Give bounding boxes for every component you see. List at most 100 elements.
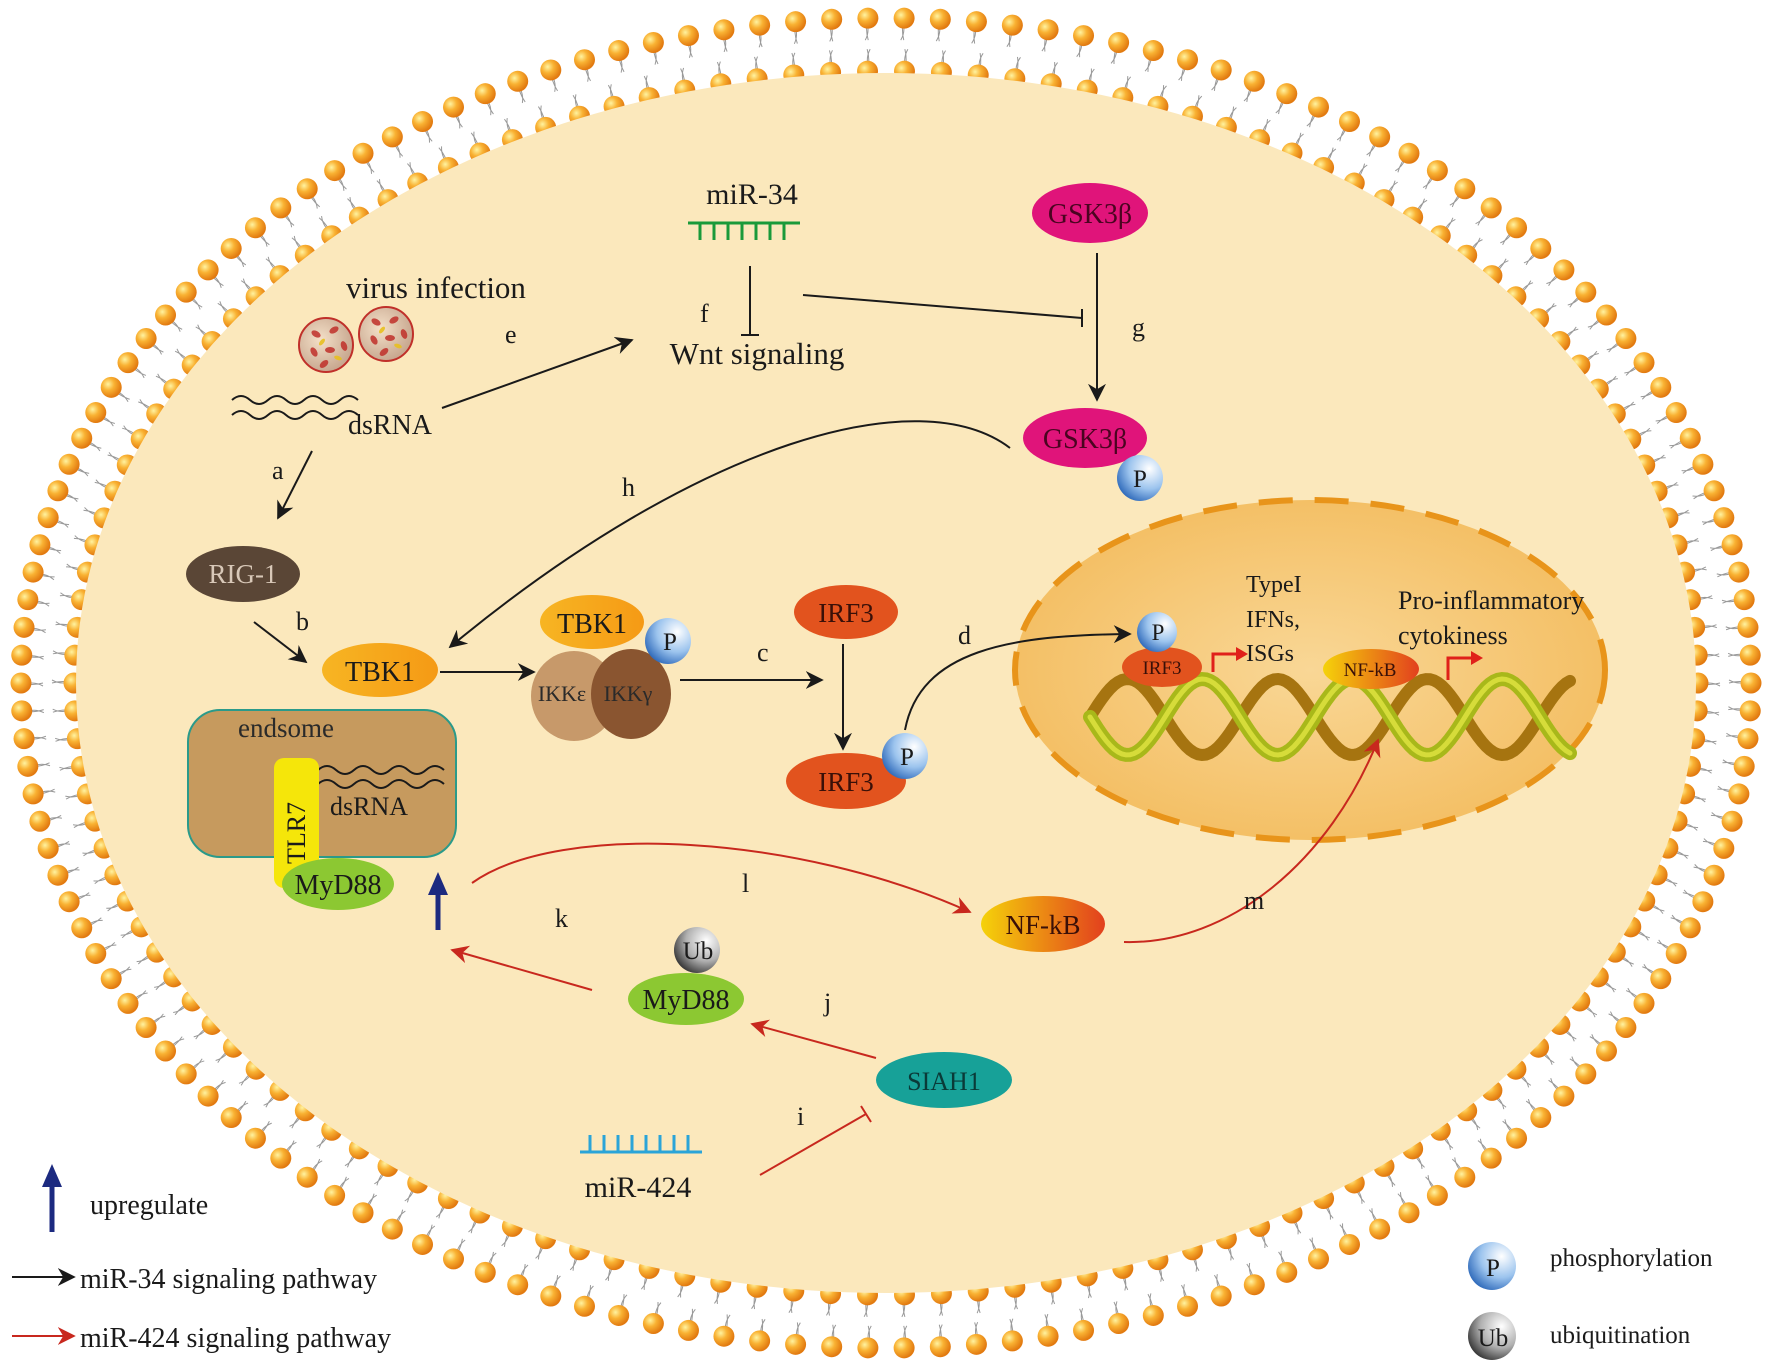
legend-mir424-pathway: miR-424 signaling pathway: [12, 1323, 391, 1354]
lipid-head: [29, 534, 51, 556]
ikke-label: IKKε: [538, 681, 586, 706]
nfkb-label: NF-kB: [1005, 910, 1080, 940]
lipid-head: [1398, 142, 1420, 164]
step-k: k: [555, 904, 568, 933]
arrow-h: [448, 420, 1011, 649]
lipid-head: [1733, 755, 1755, 777]
lipid-head: [929, 1336, 951, 1358]
lipid-head: [1679, 917, 1701, 939]
lipid-head: [1575, 281, 1597, 303]
lipid-head: [324, 1184, 346, 1206]
lipid-head: [324, 160, 346, 182]
lipid-head: [381, 126, 403, 148]
lipid-head: [1739, 700, 1761, 722]
lipid-head: [22, 561, 44, 583]
lipid-head: [1338, 111, 1360, 133]
lipid-head: [1276, 1261, 1298, 1283]
lipid-head: [1001, 14, 1023, 36]
lipid-head: [749, 14, 771, 36]
lipid-head: [1037, 19, 1059, 41]
lipid-head: [1210, 59, 1232, 81]
lipid-head: [135, 328, 157, 350]
step-l: l: [742, 869, 749, 898]
lipid-head: [443, 96, 464, 118]
lipid-head: [1369, 1218, 1391, 1240]
gsk3b-phospho: P: [1117, 455, 1163, 501]
lipid-head: [1733, 589, 1755, 611]
ub-marker-label: Ub: [683, 938, 714, 965]
lipid-head: [1575, 1063, 1597, 1085]
lipid-head: [1713, 507, 1735, 529]
lipid-head: [507, 70, 529, 92]
gsk3b-bottom-label: GSK3β: [1043, 424, 1127, 455]
gsk3b-bottom: GSK3β: [1023, 408, 1147, 468]
nfkb-nucleus: NF-kB: [1323, 649, 1419, 689]
lipid-head: [749, 1330, 771, 1352]
virus-particles: [298, 306, 414, 373]
lipid-head: [1338, 1233, 1360, 1255]
lipid-head: [857, 7, 879, 29]
step-m: m: [1244, 886, 1264, 915]
lipid-head: [1073, 25, 1095, 47]
lipid-head: [1276, 83, 1298, 105]
lipid-head: [352, 142, 374, 164]
lipid-head: [47, 480, 69, 502]
upregulate-arrow: [428, 872, 448, 930]
myd88-endosome-label: MyD88: [294, 870, 381, 901]
legend-mir424-pathway-label: miR-424 signaling pathway: [80, 1323, 391, 1354]
tbk1-complex-label: TBK1: [557, 609, 627, 640]
siah1: SIAH1: [876, 1052, 1012, 1108]
lipid-head: [135, 1016, 157, 1038]
endosome-dsrna-strand-2: [317, 779, 445, 789]
lipid-head: [85, 942, 107, 964]
step-i: i: [797, 1102, 804, 1131]
lipid-head: [1243, 1274, 1265, 1296]
step-b: b: [296, 607, 309, 636]
pro-inflammatory-line-2: cytokiness: [1398, 621, 1508, 650]
gsk3b-top-label: GSK3β: [1048, 199, 1132, 230]
lipid-head: [11, 700, 33, 722]
mir424: miR-424: [580, 1135, 702, 1204]
lipid-head: [100, 376, 122, 398]
lipid-head: [47, 864, 69, 886]
dna-strand-highlight: [1087, 676, 1573, 758]
inhibit-i: [759, 1113, 867, 1176]
arrow-l: [471, 842, 972, 914]
lipid-head: [1713, 837, 1735, 859]
lipid-head: [1426, 1184, 1448, 1206]
lipid-head: [677, 1319, 699, 1341]
endosome: endsome dsRNA: [187, 709, 457, 858]
lipid-head: [893, 1337, 915, 1359]
arrow-k: [450, 945, 593, 991]
lipid-head: [220, 237, 242, 259]
lipid-head: [1210, 1285, 1232, 1307]
lipid-head: [540, 59, 562, 81]
rig1: RIG-1: [186, 546, 300, 602]
type1-ifns-line-3: ISGs: [1246, 641, 1294, 667]
mir424-label: miR-424: [585, 1171, 692, 1204]
arrow-d: [904, 625, 1132, 731]
lipid-head: [244, 217, 266, 239]
black-arrows: [253, 253, 1132, 751]
tlr7: TLR7: [274, 758, 319, 888]
lipid-head: [443, 1248, 464, 1270]
type1-ifns-label: TypeI IFNs, ISGs: [1246, 572, 1302, 667]
lipid-head: [507, 1274, 529, 1296]
legend-ub-symbol: Ub: [1478, 1325, 1509, 1352]
lipid-head: [1728, 783, 1750, 805]
nfkb: NF-kB: [981, 896, 1105, 952]
legend-mir34-pathway-label: miR-34 signaling pathway: [80, 1264, 377, 1295]
gsk3b-top: GSK3β: [1032, 183, 1148, 243]
nfkb-nucleus-label: NF-kB: [1344, 660, 1397, 681]
legend-phosphorylation-label: phosphorylation: [1550, 1245, 1713, 1272]
lipid-head: [270, 197, 292, 219]
irf3-top: IRF3: [794, 585, 898, 639]
lipid-head: [1480, 1147, 1502, 1169]
lipid-head: [1633, 992, 1655, 1014]
step-f: f: [700, 299, 709, 328]
lipid-head: [1073, 1319, 1095, 1341]
lipid-head: [608, 1304, 630, 1326]
lipid-head: [1243, 70, 1265, 92]
lipid-head: [1737, 728, 1759, 750]
lipid-head: [1553, 1085, 1575, 1107]
